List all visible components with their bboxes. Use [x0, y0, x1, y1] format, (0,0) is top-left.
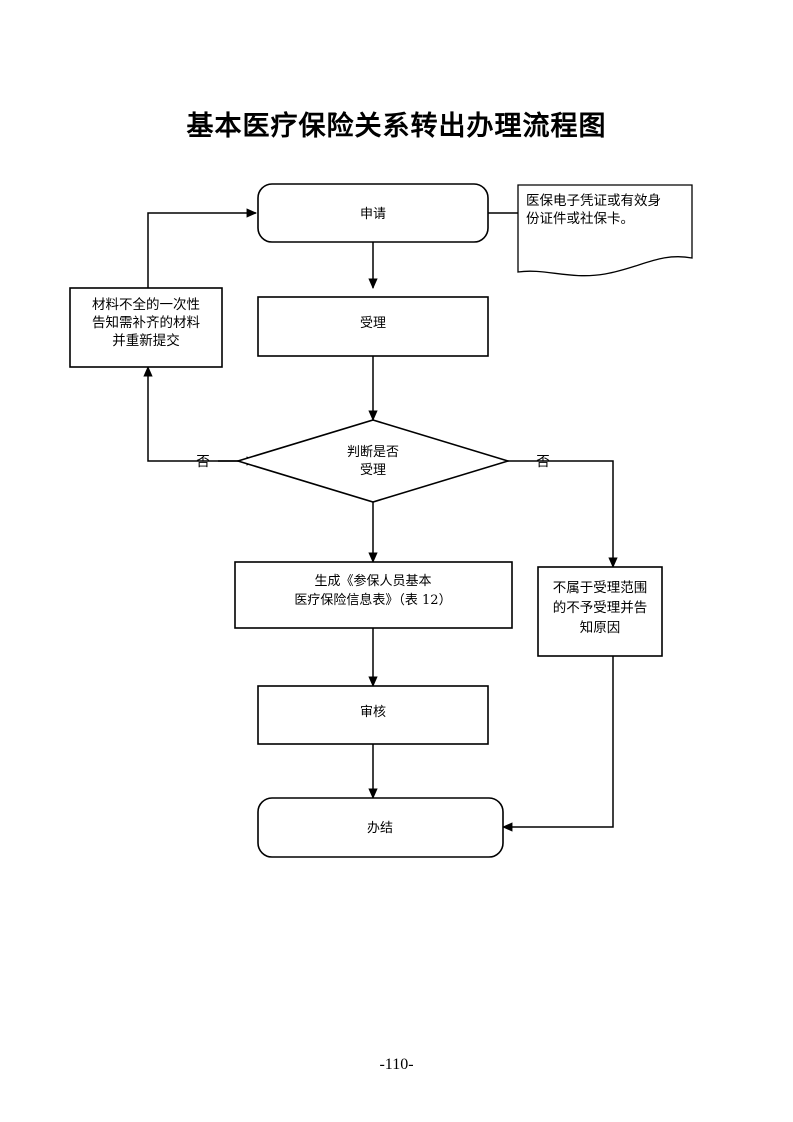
node-complete[interactable]: [257, 797, 504, 858]
edge-incomplete-to-apply: [147, 208, 258, 288]
node-incomplete-materials[interactable]: [69, 287, 223, 368]
node-reject-line3: 知原因: [580, 619, 621, 636]
node-generate-form-line2: 医疗保险信息表》（表 12）: [294, 592, 451, 608]
node-note-materials-line1: 医保电子凭证或有效身: [526, 193, 661, 209]
page-title: 基本医疗保险关系转出办理流程图: [186, 111, 607, 142]
edge-decide-to-incomplete: [143, 365, 258, 462]
node-decision-line2: 受理: [360, 463, 386, 478]
node-decision-line1: 判断是否: [347, 445, 399, 460]
node-incomplete-materials-line3: 并重新提交: [112, 332, 180, 349]
node-incomplete-materials-line2: 告知需补齐的材料: [92, 314, 200, 331]
node-note-materials[interactable]: [517, 184, 693, 277]
node-accept-label: 受理: [360, 316, 386, 331]
node-reject-line1: 不属于受理范围: [553, 580, 648, 596]
node-generate-form-line1: 生成《参保人员基本: [314, 573, 431, 589]
node-review[interactable]: [257, 685, 489, 745]
node-apply-label: 申请: [360, 207, 386, 222]
page-number: -110-: [379, 1056, 414, 1073]
node-complete-label: 办结: [367, 821, 393, 836]
node-decision[interactable]: [235, 419, 511, 503]
node-accept[interactable]: [257, 296, 489, 357]
edge-decide-to-reject: [488, 460, 618, 569]
node-review-label: 审核: [360, 705, 386, 720]
node-generate-form[interactable]: [234, 561, 513, 629]
node-reject[interactable]: [537, 566, 663, 657]
edge-reject-to-complete: [501, 656, 614, 832]
edge-label-no-right: 否: [536, 454, 550, 470]
node-note-materials-line2: 份证件或社保卡。: [526, 211, 634, 227]
node-incomplete-materials-line1: 材料不全的一次性: [92, 296, 200, 313]
node-reject-line2: 的不予受理并告: [553, 600, 648, 616]
node-apply[interactable]: [257, 183, 489, 243]
edge-label-no-left: 否: [196, 454, 210, 470]
